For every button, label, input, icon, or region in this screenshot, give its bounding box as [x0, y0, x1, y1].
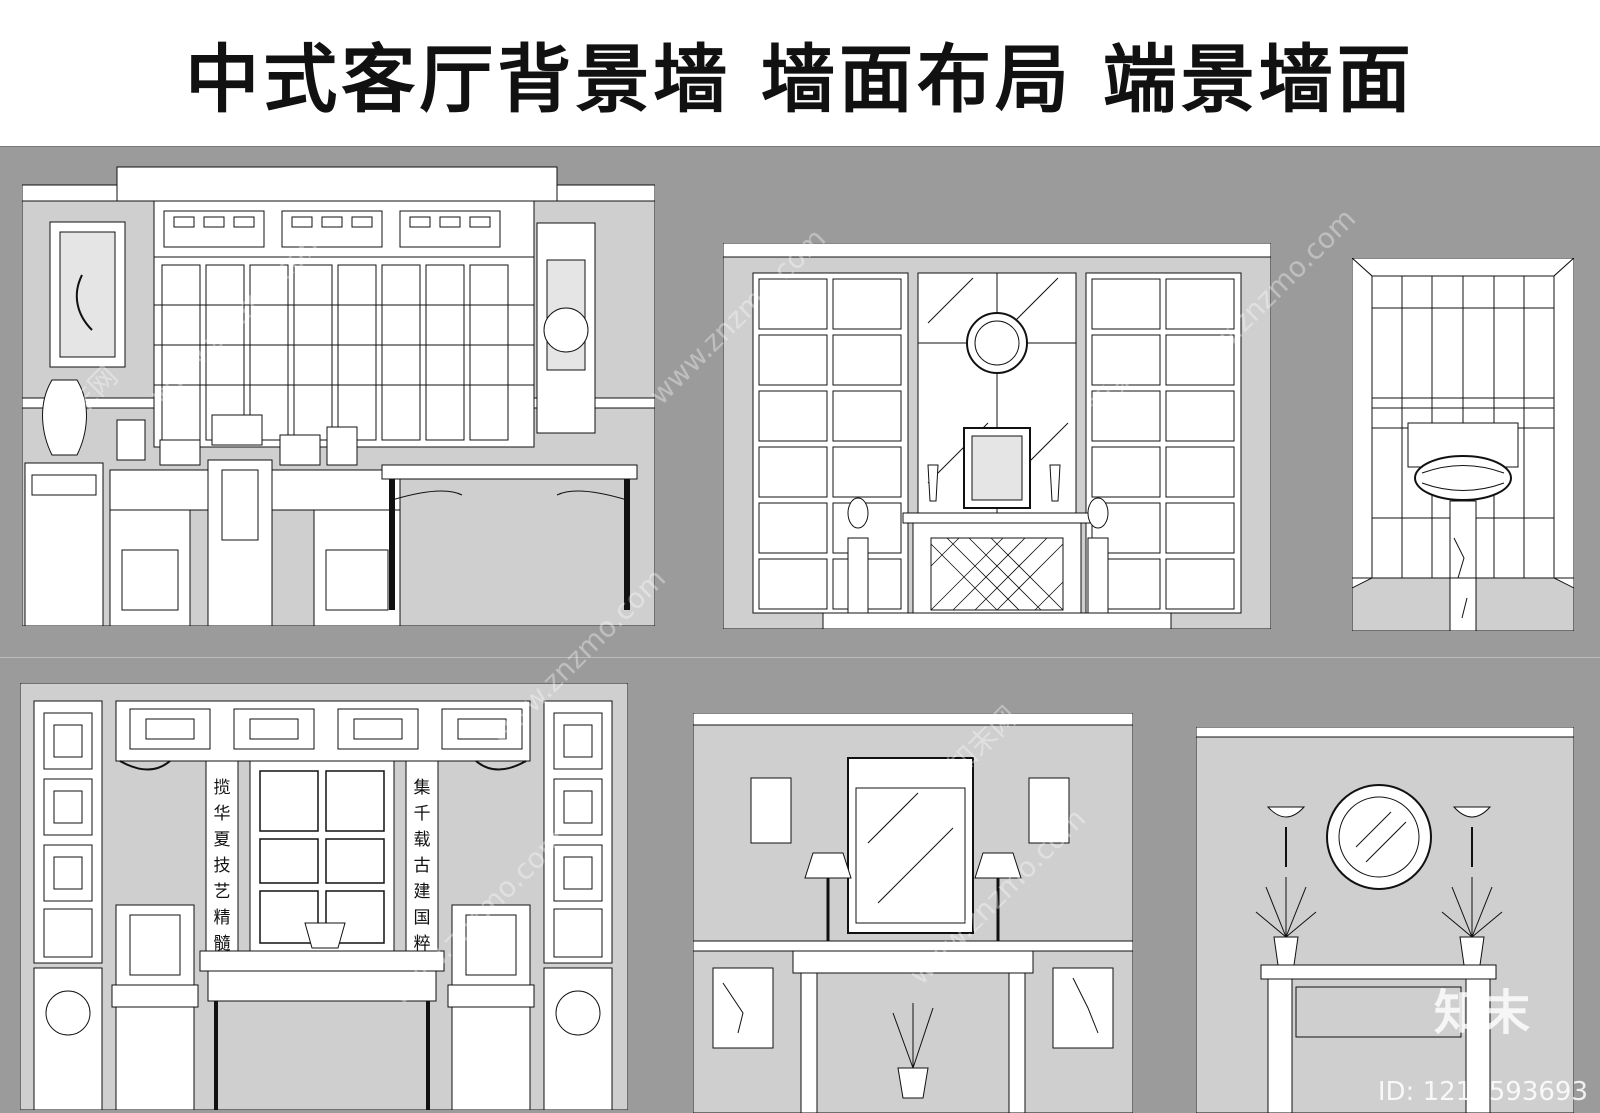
couplet-right-2: 千 [414, 804, 431, 824]
couplet-left-7: 髓 [214, 934, 231, 954]
couplet-right-6: 国 [414, 908, 431, 928]
couplet-left-1: 揽 [214, 778, 231, 798]
page-title: 中式客厅背景墙 墙面布局 端景墙面 [185, 36, 1415, 123]
couplet-left-3: 夏 [214, 830, 231, 850]
couplet-left-2: 华 [214, 804, 231, 824]
elevation-panel-2 [723, 243, 1271, 629]
image-id: ID: 1215593693 [1377, 1077, 1588, 1107]
elevation-panel-3 [1352, 258, 1574, 631]
couplet-left-6: 精 [214, 908, 231, 928]
couplet-right-3: 载 [414, 830, 431, 850]
couplet-right-4: 古 [414, 856, 431, 876]
brand-logo: 知末 [1433, 985, 1530, 1041]
couplet-right-1: 集 [414, 778, 431, 798]
elevation-panel-4: 揽 华 夏 技 艺 精 髓 集 千 载 古 建 国 粹 [20, 683, 628, 1110]
row-divider [0, 657, 1600, 658]
elevation-panel-6 [1196, 727, 1574, 1113]
title-bar: 中式客厅背景墙 墙面布局 端景墙面 [0, 0, 1600, 147]
elevation-panel-5 [693, 713, 1133, 1113]
couplet-right-5: 建 [414, 882, 431, 902]
couplet-left-5: 艺 [214, 882, 231, 902]
couplet-right-7: 粹 [414, 934, 431, 954]
elevation-panel-1 [22, 166, 655, 626]
couplet-left-4: 技 [214, 856, 231, 876]
